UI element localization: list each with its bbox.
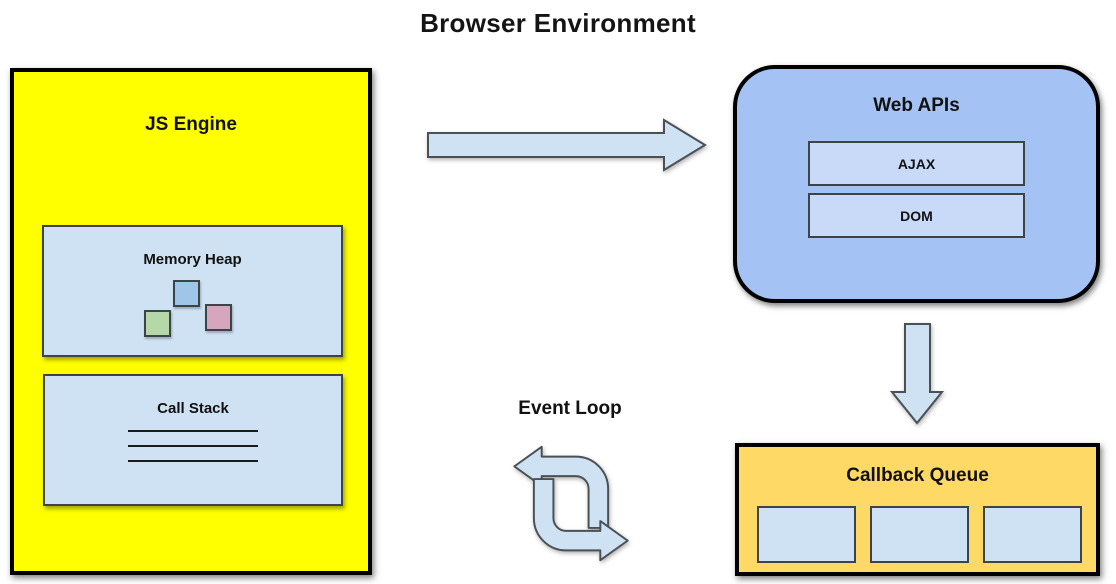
callback-queue-box: Callback Queue [735,443,1100,576]
event-loop-label: Event Loop [518,398,622,419]
heap-object-green [144,310,171,337]
web-apis-label: Web APIs [873,95,960,116]
event-loop-icon [513,445,629,562]
arrow-js-engine-to-web-apis-icon [427,118,707,172]
js-engine-label: JS Engine [145,114,237,135]
queue-slot [870,506,969,563]
arrow-web-apis-to-callback-queue-icon [890,323,944,425]
stack-frame-line [128,445,258,447]
call-stack-label: Call Stack [157,400,229,417]
heap-object-pink [205,304,232,331]
heap-object-blue [173,280,200,307]
js-engine-box: JS Engine Memory Heap Call Stack [10,68,372,575]
memory-heap-label: Memory Heap [143,251,242,268]
stack-frame-line [128,430,258,432]
queue-slot [983,506,1082,563]
call-stack-box: Call Stack [43,374,343,506]
callback-queue-label: Callback Queue [846,465,989,486]
web-api-item-ajax: AJAX [808,141,1025,186]
web-apis-box: Web APIs AJAX DOM [733,65,1100,303]
diagram-title: Browser Environment [420,8,696,38]
queue-slot [757,506,856,563]
web-api-item-dom: DOM [808,193,1025,238]
memory-heap-box: Memory Heap [42,225,343,357]
stack-frame-line [128,460,258,462]
